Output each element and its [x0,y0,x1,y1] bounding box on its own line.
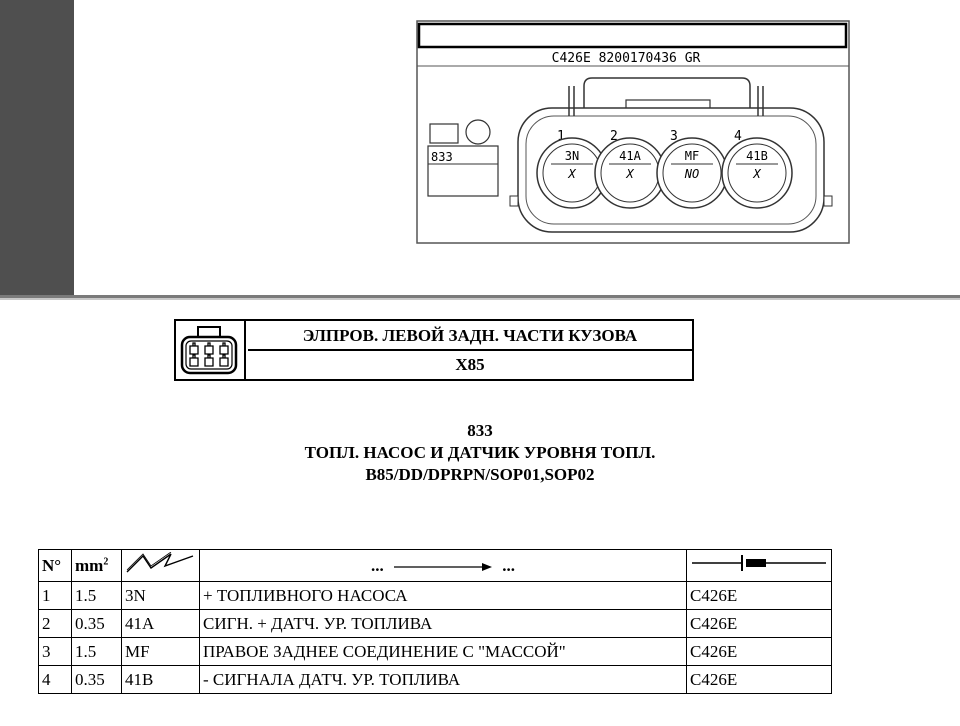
header-pin-number: N° [38,549,72,582]
connector-plug-icon [692,555,826,571]
section-divider [0,295,960,298]
header-section: mm2 [71,549,122,582]
harness-header: ЭЛПРОВ. ЛЕВОЙ ЗАДН. ЧАСТИ КУЗОВА X85 [174,319,694,381]
svg-text:4: 4 [734,129,742,144]
cell-section: 1.5 [71,581,122,610]
cell-destination: - СИГНАЛА ДАТЧ. УР. ТОПЛИВА [199,665,687,694]
section-divider-shadow [0,298,960,300]
header-destination: ... ... [199,549,687,582]
left-sidebar-bar [0,0,74,296]
table-row: 3 1.5 MF ПРАВОЕ ЗАДНЕЕ СОЕДИНЕНИЕ С "МАС… [38,637,832,666]
wiring-table: N° mm2 ... ... 1 1.5 3 [38,549,832,694]
cell-wire: MF [121,637,200,666]
svg-text:1: 1 [557,129,565,144]
cell-section: 0.35 [71,665,122,694]
cell-wire: 41A [121,609,200,638]
svg-text:MF: MF [685,149,699,163]
table-row: 4 0.35 41B - СИГНАЛА ДАТЧ. УР. ТОПЛИВА C… [38,665,832,694]
harness-code: X85 [455,355,485,374]
component-code-label: 833 [431,150,453,164]
cell-destination: ПРАВОЕ ЗАДНЕЕ СОЕДИНЕНИЕ С "МАССОЙ" [199,637,687,666]
table-row: 1 1.5 3N + ТОПЛИВНОГО НАСОСА C426E [38,581,832,610]
arrow-right-icon [394,562,492,571]
component-box-circle [465,119,491,145]
cell-wire: 3N [121,581,200,610]
svg-text:NO: NO [684,167,699,181]
header-wire-icon [121,549,200,582]
svg-text:41B: 41B [746,149,768,163]
component-name: ТОПЛ. НАСОС И ДАТЧИК УРОВНЯ ТОПЛ. [304,443,656,462]
cell-pin: 1 [38,581,72,610]
table-row: 2 0.35 41A СИГН. + ДАТЧ. УР. ТОПЛИВА C42… [38,609,832,638]
connector-pin-4: 4 41B X [721,129,793,209]
harness-title: ЭЛПРОВ. ЛЕВОЙ ЗАДН. ЧАСТИ КУЗОВА [248,321,692,351]
connector-title-bar [417,22,848,49]
svg-text:X: X [752,167,761,181]
component-label-box [427,145,499,197]
cell-destination: СИГН. + ДАТЧ. УР. ТОПЛИВА [199,609,687,638]
cell-pin: 3 [38,637,72,666]
component-number: 833 [467,421,493,440]
connector-latch [583,77,751,108]
cell-section: 0.35 [71,609,122,638]
cell-pin: 2 [38,609,72,638]
svg-text:X: X [567,167,576,181]
cell-connector: C426E [686,581,832,610]
svg-text:3: 3 [670,129,678,144]
component-info: 833 ТОПЛ. НАСОС И ДАТЧИК УРОВНЯ ТОПЛ. B8… [0,420,960,486]
component-options: B85/DD/DPRPN/SOP01,SOP02 [365,465,595,484]
table-header-row: N° mm2 ... ... [38,549,832,582]
wire-zigzag-icon [126,551,194,573]
header-connector-icon [686,549,832,582]
component-box-square [429,123,459,144]
cell-destination: + ТОПЛИВНОГО НАСОСА [199,581,687,610]
cell-connector: C426E [686,637,832,666]
connector-icon [176,321,246,379]
cell-pin: 4 [38,665,72,694]
connector-pin-3: 3 MF NO [656,129,728,209]
svg-text:41A: 41A [619,149,641,163]
connector-diagram: C426E 8200170436 GR 833 1 3N X 2 41A X 3… [416,20,850,244]
cell-connector: C426E [686,609,832,638]
svg-text:2: 2 [610,129,618,144]
connector-pin-1: 1 3N X [536,129,608,209]
svg-text:X: X [625,167,634,181]
cell-section: 1.5 [71,637,122,666]
svg-text:3N: 3N [565,149,579,163]
cell-wire: 41B [121,665,200,694]
connector-part-code: C426E 8200170436 GR [552,51,701,66]
cell-connector: C426E [686,665,832,694]
